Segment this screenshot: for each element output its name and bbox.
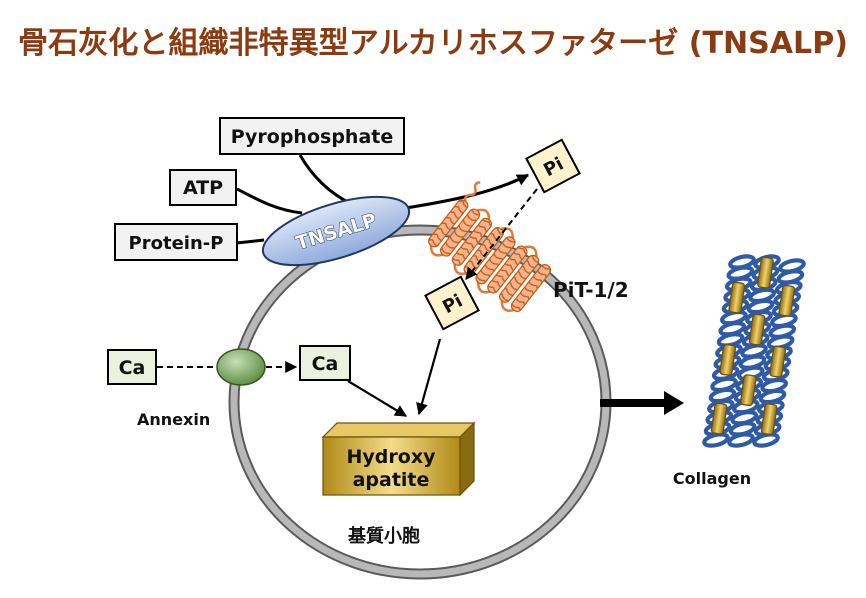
annexin-channel — [216, 348, 266, 386]
collagen-mineral-bar — [748, 313, 766, 346]
collagen-mineral-bar — [739, 374, 757, 407]
atp-box: ATP — [169, 169, 237, 206]
ca-box-intravesicular: Ca — [299, 345, 351, 381]
collagen-mineral-bar — [710, 402, 728, 435]
pi-box-extracellular: Pi — [525, 138, 581, 194]
ca-label: Ca — [119, 357, 146, 379]
ca-to-hydroxyapatite-arrow — [347, 380, 408, 417]
protein-p-box: Protein-P — [114, 223, 238, 261]
collagen-fiber — [702, 254, 806, 448]
collagen-coil-turn — [727, 432, 755, 448]
hydroxyapatite-label-line2: apatite — [353, 469, 430, 491]
collagen-label: Collagen — [673, 469, 751, 488]
protein-p-label: Protein-P — [129, 233, 224, 254]
collagen-mineral-bar — [760, 403, 778, 436]
protein-p-connector — [236, 238, 265, 245]
collagen-mineral-bar — [719, 343, 737, 376]
ca-label: Ca — [312, 353, 339, 375]
collagen-coil-turn — [702, 432, 730, 448]
pyrophosphate-connector — [298, 154, 353, 206]
annexin-label: Annexin — [137, 410, 210, 429]
pi-uptake-arrow — [465, 188, 538, 280]
pyrophosphate-box: Pyrophosphate — [219, 117, 405, 155]
hydroxyapatite-crystal: Hydroxy apatite — [321, 421, 476, 497]
pi-to-hydroxyapatite-arrow — [416, 338, 442, 416]
pyrophosphate-label: Pyrophosphate — [231, 126, 394, 148]
collagen-mineral-bar — [728, 281, 746, 314]
pit-label: PiT-1/2 — [553, 278, 629, 302]
collagen-coil-turn — [752, 432, 780, 448]
ca-box-extracellular: Ca — [107, 349, 157, 385]
atp-connector — [236, 187, 303, 215]
collagen-mineral-bar — [778, 284, 796, 317]
vesicle-label: 基質小胞 — [347, 525, 420, 547]
matrix-vesicle — [228, 224, 612, 580]
collagen-mineral-bar — [757, 256, 774, 289]
pit-transporter — [428, 181, 552, 313]
deposition-arrow — [600, 391, 684, 415]
atp-label: ATP — [183, 177, 223, 199]
hydroxyapatite-label-line1: Hydroxy — [347, 446, 437, 468]
tnsalp-enzyme: TNSALP — [261, 195, 411, 267]
collagen-mineral-bar — [769, 345, 787, 378]
pi-box-intravesicular: Pi — [424, 275, 480, 331]
page-title: 骨石灰化と組織非特異型アルカリホスファターゼ (TNSALP) — [18, 26, 848, 61]
